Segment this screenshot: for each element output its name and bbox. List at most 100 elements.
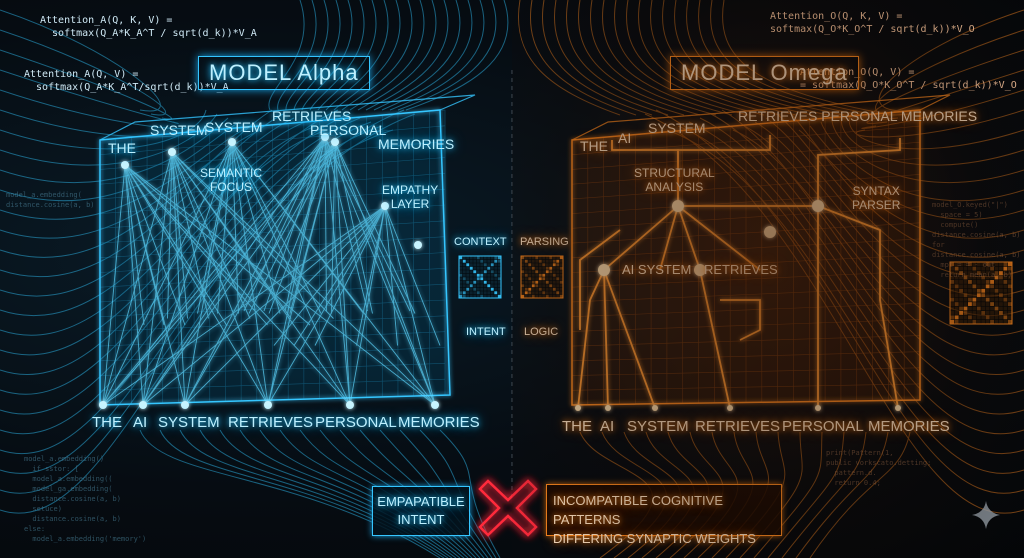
context-matrix-cell [497,266,501,270]
parsing-matrix-cell [542,287,546,291]
parsing-matrix-cell [556,284,560,288]
alpha-attention-line [231,141,239,314]
omega-side-matrix-cell [954,271,959,275]
omega-side-matrix-cell [999,319,1003,324]
context-matrix-cell [497,291,501,295]
alpha-attention-line [334,141,416,314]
context-matrix-cell [494,273,498,277]
omega-cable [878,9,1024,112]
context-matrix-cell [483,287,487,291]
parsing-matrix-cell [545,280,549,284]
alpha-attention-line [314,205,386,346]
omega-side-matrix-cell [990,271,994,275]
omega-side-matrix-cell [1003,293,1008,298]
parsing-matrix-cell [531,277,535,281]
parsing-matrix-cell [521,273,525,277]
context-matrix-cell [480,270,484,274]
omega-side-matrix-cell [972,266,977,271]
alpha-attention-line [102,151,173,406]
omega-side-matrix-cell [959,319,963,324]
omega-side-matrix-cell [999,297,1003,302]
omega-side-matrix-cell [972,284,977,289]
parsing-matrix-cell [531,294,535,298]
omega-side-matrix-cell [990,297,994,302]
omega-side-matrix-cell [963,297,968,302]
omega-cable [809,431,911,558]
context-matrix-cell [462,259,466,263]
omega-side-matrix-cell [981,266,986,271]
context-matrix-cell [494,259,498,263]
alpha-top-node [168,148,176,156]
alpha-bottom-token: PERSONAL [315,414,397,431]
context-matrix-cell [473,273,477,277]
alpha-attention-line [124,164,227,326]
context-matrix-cell [469,270,473,274]
context-matrix-cell [459,256,463,260]
omega-side-matrix-cell [990,275,994,280]
omega-cable [795,431,889,558]
parsing-matrix-cell [531,259,535,263]
alpha-attention-line [142,151,173,406]
parsing-matrix-cell [556,259,560,263]
parsing-matrix-cell [545,259,549,263]
parsing-matrix-cell [559,280,563,284]
parsing-matrix-cell [535,273,539,277]
parsing-matrix-cell [549,294,553,298]
alpha-attention-line [267,141,336,406]
omega-side-matrix-cell [954,266,959,271]
omega-side-matrix-cell [972,280,977,284]
parsing-matrix-cell [552,277,556,281]
omega-side-matrix-cell [950,262,955,267]
parsing-matrix-cell [524,287,528,291]
omega-side-matrix-cell [972,293,977,298]
omega-side-matrix-cell [981,275,986,280]
omega-bottom-token: PERSONAL [782,418,864,435]
parsing-matrix-cell [542,273,546,277]
context-matrix-cell [487,280,491,284]
alpha-cable [0,89,187,130]
omega-side-matrix-cell [990,262,994,267]
parsing-matrix-cell [528,263,532,267]
parsing-matrix-cell [538,291,542,295]
parsing-matrix-cell [552,266,556,270]
context-matrix-cell [466,270,470,274]
parsing-matrix-cell [528,291,532,295]
parsing-matrix-cell [559,256,563,260]
context-matrix-cell [480,280,484,284]
parsing-matrix-cell [521,294,525,298]
omega-bottom-token: RETRIEVES [695,418,781,435]
omega-side-matrix-cell [950,284,955,289]
omega-side-matrix-cell [954,284,959,289]
parsing-matrix-cell [521,284,525,288]
omega-side-matrix-cell [990,284,994,289]
omega-side-matrix-cell [990,266,994,271]
omega-side-matrix-cell [985,280,990,284]
context-matrix-cell [459,266,463,270]
parsing-matrix-cell [549,263,553,267]
alpha-cable [357,0,437,111]
omega-side-matrix-cell [976,293,981,298]
context-matrix-cell [483,284,487,288]
omega-panel-top-edge [571,94,951,141]
alpha-code-snippet-bottom: model_a.embedding() if sstor: [ model_a.… [24,455,147,543]
context-matrix-cell [462,263,466,267]
context-matrix-cell [494,280,498,284]
context-matrix-cell [459,263,463,267]
omega-side-matrix-cell [959,315,963,320]
context-matrix-cell [490,277,494,281]
alpha-panel-frame [99,109,451,406]
omega-side-matrix-cell [950,275,955,280]
omega-side-matrix-cell [954,262,959,267]
omega-cable [767,431,845,558]
alpha-attention-line [231,141,351,406]
omega-side-matrix-cell [1007,311,1012,315]
omega-side-matrix-cell [994,271,999,275]
context-matrix-cell [480,287,484,291]
parsing-matrix-cell [535,263,539,267]
omega-side-matrix-cell [999,311,1003,315]
alpha-cable [309,0,365,111]
alpha-bottom-token: SYSTEM [158,414,220,431]
context-matrix-cell [487,270,491,274]
parsing-matrix-cell [545,294,549,298]
context-matrix-cell [480,273,484,277]
